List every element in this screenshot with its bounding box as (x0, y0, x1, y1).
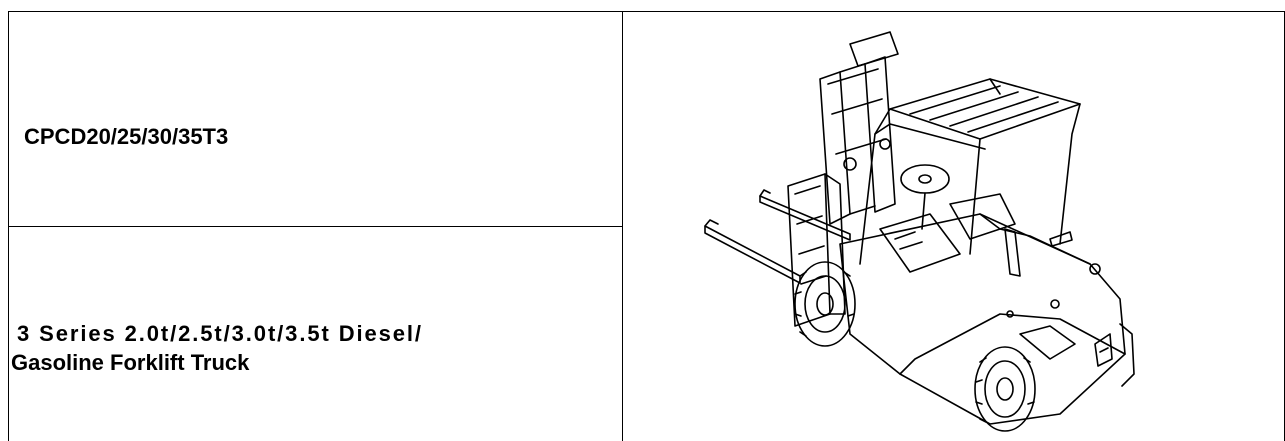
overhead-guard (859, 78, 1081, 265)
product-description-line-1: 3 Series 2.0t/2.5t/3.0t/3.5t Diesel/ (17, 321, 423, 346)
table-top-border (8, 11, 1285, 12)
operator-cab (879, 164, 1016, 273)
front-wheel (794, 261, 856, 347)
mast (819, 31, 899, 225)
forks (704, 189, 851, 284)
table-row-divider (8, 226, 622, 227)
model-code-heading: CPCD20/25/30/35T3 (24, 124, 229, 149)
truck-body (839, 213, 1126, 425)
rear-wheel-far (1119, 323, 1135, 387)
table-column-divider (622, 11, 623, 441)
rear-wheel (974, 346, 1036, 432)
product-description-line-2: Gasoline Forklift Truck (11, 350, 250, 375)
fork-carriage (787, 173, 846, 327)
forklift-truck-illustration (704, 31, 1135, 432)
